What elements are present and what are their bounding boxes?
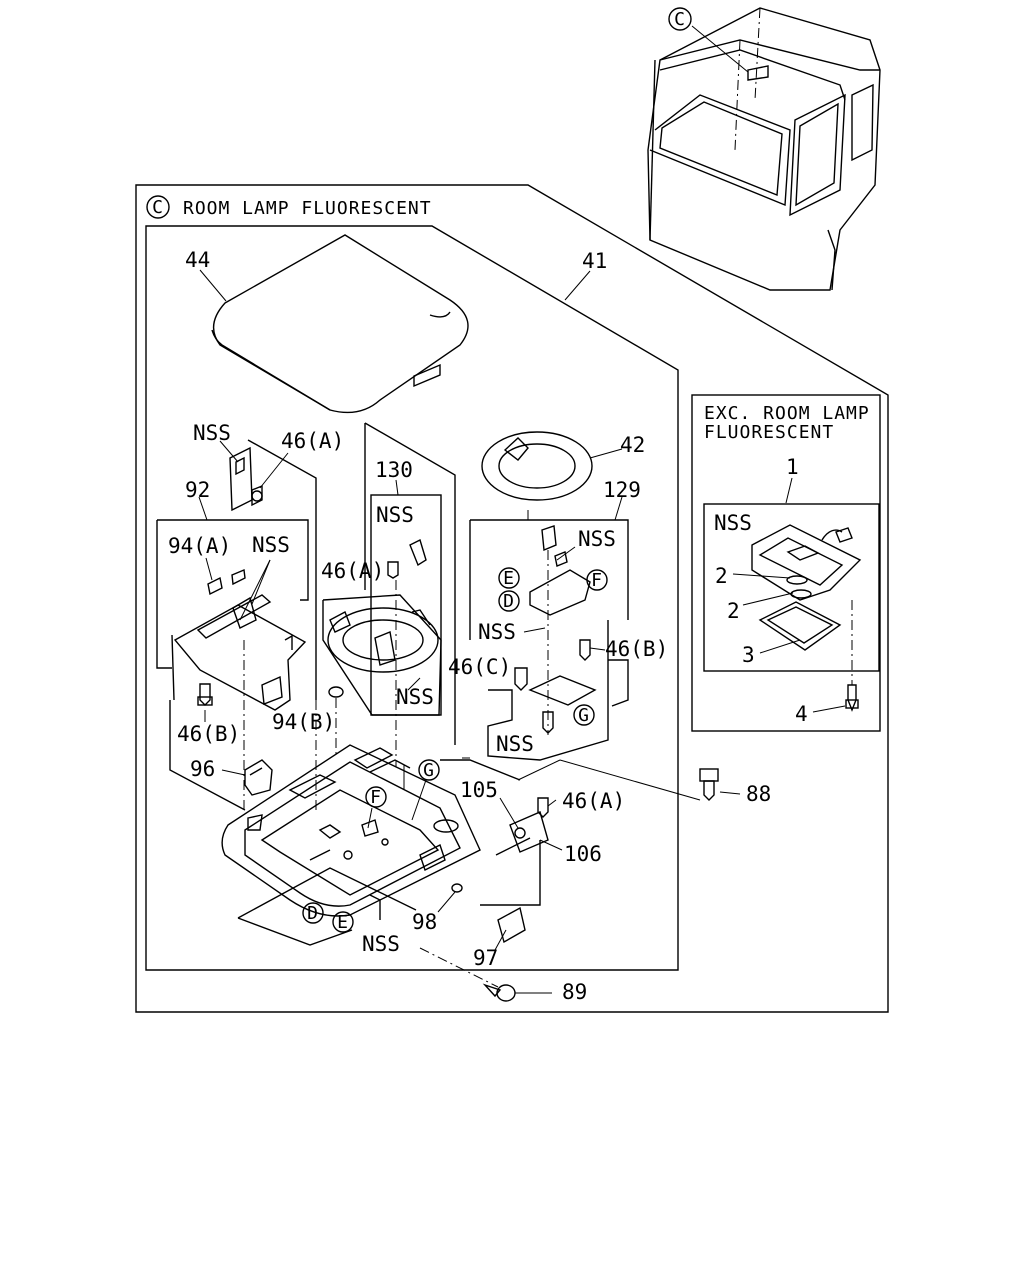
label-4: 4: [795, 702, 808, 726]
label-96: 96: [190, 757, 215, 781]
label-nss-94: NSS: [252, 533, 290, 557]
bracket-94: 94(A) NSS: [156, 519, 309, 711]
section-frame: [135, 184, 889, 1013]
clip-96: 96: [190, 757, 273, 796]
label-46c: 46(C): [448, 655, 511, 679]
label-46b-129: 46(B): [605, 637, 668, 661]
hinge-105-106: 105 46(A) 106: [460, 778, 625, 906]
label-98: 98: [412, 910, 437, 934]
label-2b: 2: [727, 599, 740, 623]
screw-89: 89: [419, 947, 587, 1004]
label-nss-130: NSS: [376, 503, 414, 527]
label-44: 44: [185, 248, 210, 272]
callout-G1: G: [578, 705, 590, 726]
label-105: 105: [460, 778, 498, 802]
label-97: 97: [473, 946, 498, 970]
parts-97-98: 98 97: [412, 883, 526, 970]
section-ref-letter: C: [152, 197, 164, 218]
label-nss-top: NSS: [193, 421, 231, 445]
callout-D2: D: [307, 903, 319, 924]
label-1: 1: [786, 455, 799, 479]
label-46a-bottom: 46(A): [562, 789, 625, 813]
callout-G2: G: [423, 760, 435, 781]
label-94b: 94(B): [272, 710, 335, 734]
part-94b: 94(B): [272, 686, 344, 800]
label-46a-130: 46(A): [321, 559, 384, 583]
label-41: 41: [582, 249, 607, 273]
base-plate: NSS: [221, 744, 481, 956]
callout-F2: F: [370, 787, 382, 808]
section-title: ROOM LAMP FLUORESCENT: [183, 198, 432, 219]
label-3: 3: [742, 643, 755, 667]
cab-illustration: C: [647, 7, 881, 291]
callout-E1: E: [503, 568, 515, 589]
label-46b-left: 46(B): [177, 722, 240, 746]
label-nss-129: NSS: [578, 527, 616, 551]
callout-F1: F: [591, 570, 603, 591]
callout-D1: D: [503, 591, 515, 612]
label-nss-129c: NSS: [496, 732, 534, 756]
bracket-top-left: NSS 46(A): [193, 421, 344, 700]
label-106: 106: [564, 842, 602, 866]
inset-box: EXC. ROOM LAMP FLUORESCENT 1 NSS 2 2 3 4: [691, 394, 881, 732]
group-130: 130 NSS 46(A) NSS: [321, 422, 456, 820]
screw-88: 88: [517, 759, 771, 806]
cab-ref-letter: C: [674, 9, 686, 30]
label-129: 129: [603, 478, 641, 502]
label-nss-inset: NSS: [714, 511, 752, 535]
label-nss-130b: NSS: [396, 685, 434, 709]
group-129: 129 NSS E D F NSS 46(B) G 46(C) NSS: [448, 478, 668, 761]
label-130: 130: [375, 458, 413, 482]
label-46a-top: 46(A): [281, 429, 344, 453]
label-2a: 2: [715, 564, 728, 588]
label-88: 88: [746, 782, 771, 806]
ring-42: 42: [481, 431, 645, 501]
inset-title-line1: EXC. ROOM LAMP: [704, 403, 870, 424]
label-92: 92: [185, 478, 210, 502]
label-94a: 94(A): [168, 534, 231, 558]
label-89: 89: [562, 980, 587, 1004]
label-42: 42: [620, 433, 645, 457]
label-nss-129b: NSS: [478, 620, 516, 644]
lens-cover-44: 44: [185, 234, 469, 414]
callout-E2: E: [337, 912, 349, 933]
screw-46b-left: 46(B): [177, 683, 240, 746]
inner-frame: [145, 225, 679, 971]
label-nss-bottom: NSS: [362, 932, 400, 956]
inset-title-line2: FLUORESCENT: [704, 422, 834, 443]
